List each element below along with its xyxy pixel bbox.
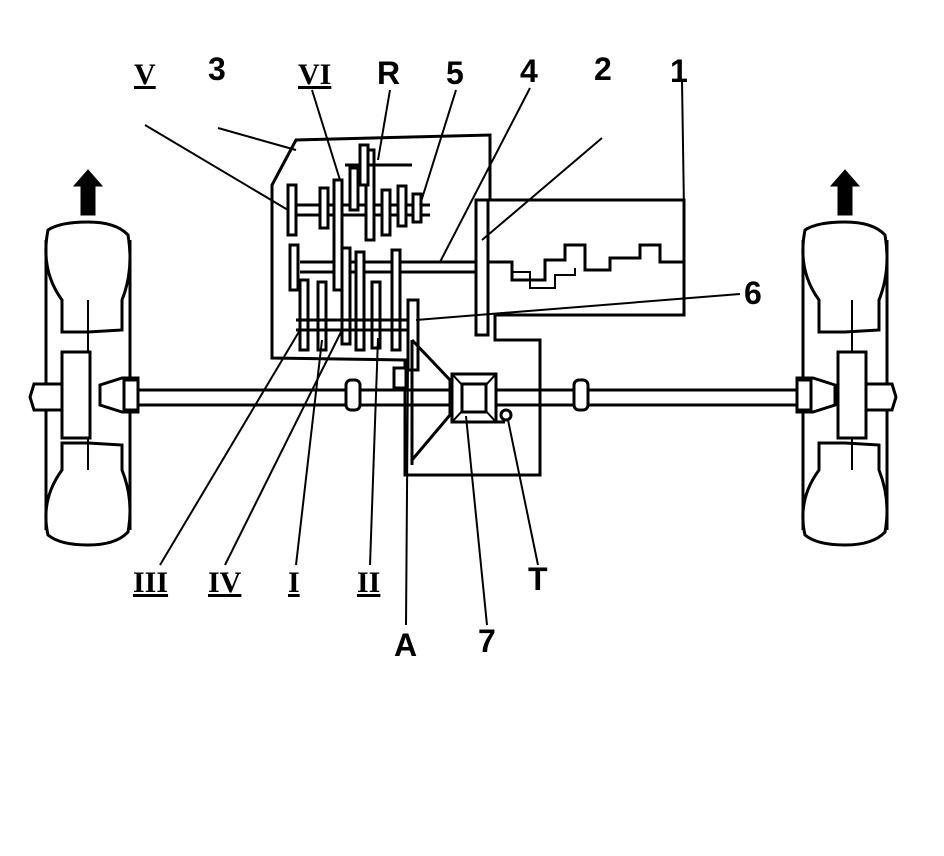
upper-gear-set [286,143,430,292]
label-gear-vi: VI [298,58,331,91]
label-4: 4 [520,53,538,89]
left-wheel [28,220,132,547]
lower-gear-set [288,243,420,372]
label-7: 7 [478,623,496,659]
label-gear-iv: IV [208,566,242,599]
differential [392,338,513,465]
up-arrow-icon [829,169,861,216]
label-a: A [394,627,417,663]
label-r: R [377,55,400,91]
label-gear-i: I [288,566,300,599]
label-6: 6 [744,275,762,311]
up-arrow-icon [72,169,104,216]
clutch-assembly [300,198,684,337]
right-wheel [801,220,898,547]
label-3: 3 [208,51,226,87]
label-t: T [528,561,548,597]
label-gear-ii: II [357,566,380,599]
label-gear-iii: III [133,566,168,599]
label-5: 5 [446,55,464,91]
label-1: 1 [670,53,688,89]
leader-lines [144,79,741,626]
label-gear-v: V [134,58,156,91]
label-2: 2 [594,51,612,87]
